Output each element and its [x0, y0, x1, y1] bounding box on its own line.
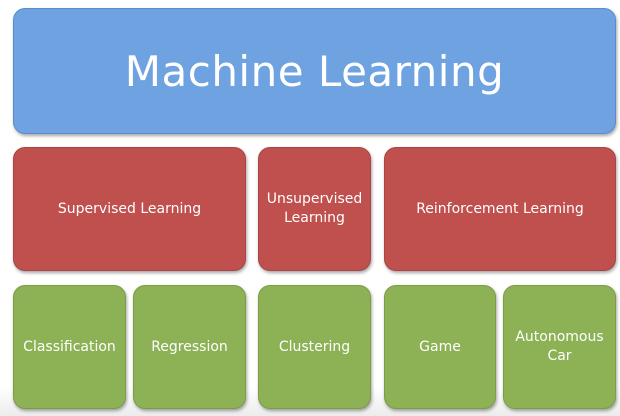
regression-label: Regression — [151, 338, 228, 355]
game-box: Game — [384, 285, 496, 409]
machine-learning-title-box: Machine Learning — [13, 8, 616, 134]
diagram-title: Machine Learning — [124, 46, 505, 96]
supervised-learning-box: Supervised Learning — [13, 147, 246, 271]
classification-box: Classification — [13, 285, 126, 409]
autonomous-car-box: Autonomous Car — [503, 285, 616, 409]
reinforcement-learning-box: Reinforcement Learning — [384, 147, 616, 271]
classification-label: Classification — [23, 338, 116, 355]
reinforcement-learning-label: Reinforcement Learning — [416, 200, 584, 217]
clustering-label: Clustering — [278, 338, 351, 355]
game-label: Game — [419, 338, 461, 355]
supervised-learning-label: Supervised Learning — [57, 200, 202, 217]
clustering-box: Clustering — [258, 285, 371, 409]
regression-box: Regression — [133, 285, 246, 409]
unsupervised-learning-label: Unsupervised Learning — [266, 191, 363, 226]
autonomous-car-label: Autonomous Car — [515, 329, 604, 364]
unsupervised-learning-box: Unsupervised Learning — [258, 147, 371, 271]
